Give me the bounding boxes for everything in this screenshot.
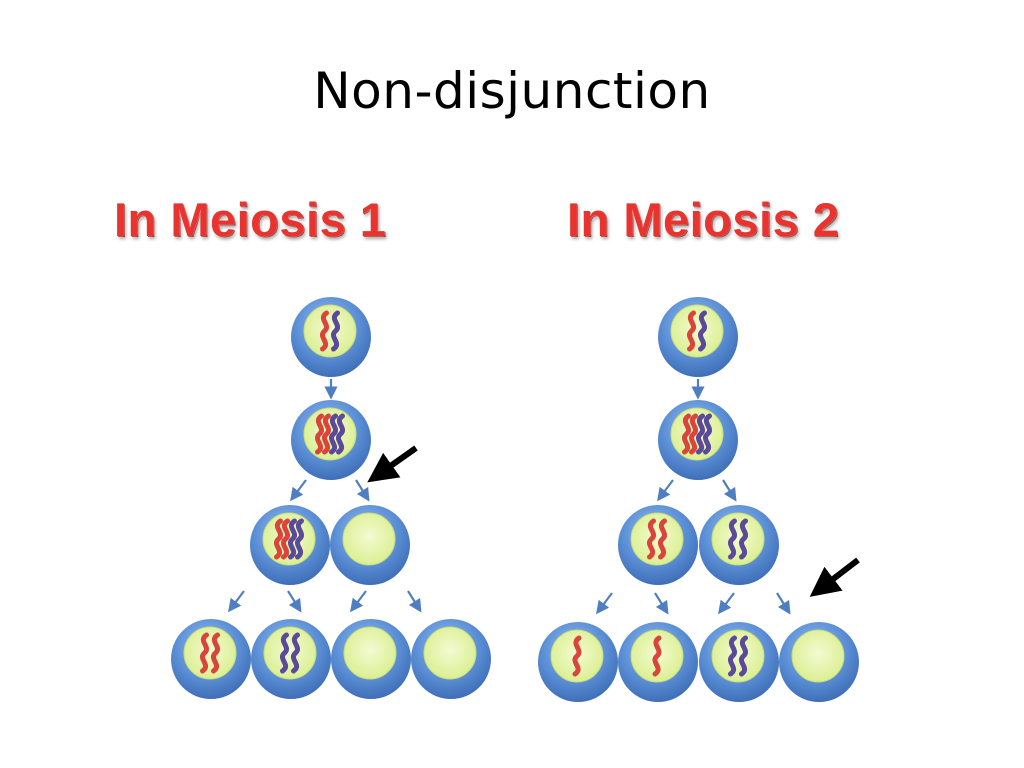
chromosome [687, 310, 696, 352]
chromosome [647, 518, 656, 560]
division-arrow [407, 590, 422, 613]
chromosome [288, 518, 297, 560]
meiosis1-gamete-4-empty [411, 619, 491, 699]
nondisjunction-pointer-arrow [809, 557, 860, 597]
slide-title: Non-disjunction [313, 62, 711, 120]
meiosis2-gamete-3 [699, 622, 779, 702]
chromosome [703, 413, 712, 455]
meiosis1-gamete-3-empty [331, 619, 411, 699]
chromosome [739, 518, 748, 560]
division-arrow [228, 590, 245, 613]
chromosome [315, 413, 324, 455]
chromosome [320, 310, 329, 352]
chromosome [331, 310, 340, 352]
division-arrow [290, 479, 307, 502]
division-arrow [350, 590, 367, 613]
chromosome [696, 413, 705, 455]
division-arrow [722, 479, 737, 502]
meiosis2-gamete-2 [618, 622, 698, 702]
division-arrow [596, 592, 613, 615]
panel-title-meiosis-2: In Meiosis 2 [567, 193, 840, 246]
chromosome [728, 518, 737, 560]
meiosis2-gamete-4-empty [779, 622, 859, 702]
cell-nucleus [183, 626, 237, 680]
cell-nucleus [343, 626, 397, 680]
cell-nucleus [711, 629, 765, 683]
meiosis2-daughter-cell-right [699, 505, 779, 585]
division-arrow [776, 592, 791, 615]
chromosome [329, 413, 338, 455]
chromosome [698, 310, 707, 352]
meiosis1-parent-cell [291, 297, 371, 377]
meiosis2-parent-cell [658, 297, 738, 377]
meiosis2-daughter-cell-left [618, 505, 698, 585]
cell-nucleus [303, 304, 357, 358]
chromosome [200, 632, 209, 674]
division-arrow [287, 590, 302, 613]
chromosome [291, 632, 300, 674]
chromosome [572, 635, 582, 677]
cell-nucleus [791, 629, 845, 683]
chromosome [336, 413, 345, 455]
meiosis1-gamete-2 [251, 619, 331, 699]
chromosome [322, 413, 331, 455]
chromosome [652, 635, 662, 677]
division-arrow [355, 479, 370, 502]
nondisjunction-pointer-arrow [367, 445, 418, 483]
chromosome [295, 518, 304, 560]
cell-nucleus [423, 626, 477, 680]
meiosis1-daughter-cell-right-empty [330, 505, 410, 585]
chromosome [658, 518, 667, 560]
division-arrow [657, 479, 674, 502]
meiosis1-gamete-1 [171, 619, 251, 699]
chromosome [728, 635, 737, 677]
cell-nucleus [263, 626, 317, 680]
cell-nucleus [630, 512, 684, 566]
division-arrow [718, 592, 735, 615]
cell-nucleus [342, 512, 396, 566]
division-arrow [654, 592, 669, 615]
meiosis1-daughter-cell-left [250, 505, 330, 585]
chromosome [280, 632, 289, 674]
chromosome [211, 632, 220, 674]
chromosome [682, 413, 691, 455]
meiosis2-gamete-1 [538, 622, 618, 702]
cell-nucleus [670, 304, 724, 358]
chromosome [689, 413, 698, 455]
panel-title-meiosis-1: In Meiosis 1 [114, 193, 387, 246]
chromosome [739, 635, 748, 677]
cell-nucleus [711, 512, 765, 566]
meiosis2-replicated-cell [658, 400, 738, 480]
meiosis1-replicated-cell [291, 400, 371, 480]
chromosome [281, 518, 290, 560]
chromosome [274, 518, 283, 560]
